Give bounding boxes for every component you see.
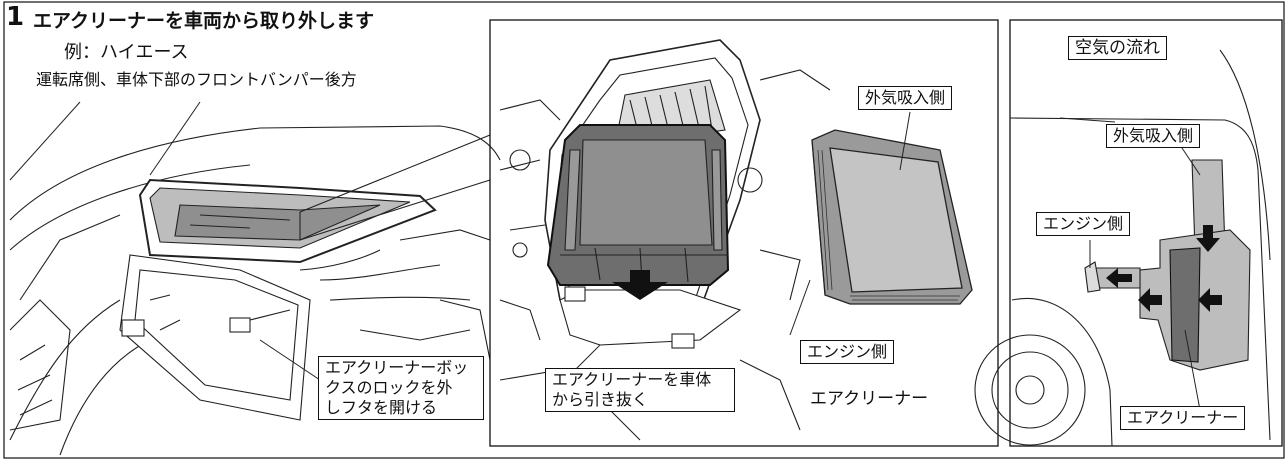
label-line: エアクリーナーを車体 xyxy=(552,370,712,389)
outer-frame xyxy=(3,1,1285,459)
vehicle-example: 例：ハイエース xyxy=(64,42,189,63)
label-air-cleaner: エアクリーナー xyxy=(1120,406,1246,430)
filter-caption: エアクリーナー xyxy=(810,389,929,409)
label-open-box-lock: エアクリーナーボッ クスのロックを外 しフタを開ける xyxy=(318,356,484,420)
step-title: エアクリーナーを車両から取り外します xyxy=(33,10,375,32)
airflow-illustration xyxy=(974,49,1271,447)
label-engine-side-flow: エンジン側 xyxy=(1036,212,1131,236)
airflow-arrows xyxy=(1106,225,1222,312)
label-pull-out: エアクリーナーを車体 から引き抜く xyxy=(545,368,735,412)
label-line: しフタを開ける xyxy=(325,398,438,417)
air-filter-illustration xyxy=(789,111,973,336)
panel-airflow-frame xyxy=(1009,19,1283,447)
panel-remove-frame xyxy=(489,19,999,447)
vehicle-overview-illustration xyxy=(9,101,501,456)
label-line: から引き抜く xyxy=(552,390,649,409)
label-air-flow: 空気の流れ xyxy=(1068,36,1167,60)
location-note: 運転席側、車体下部のフロントバンパー後方 xyxy=(36,70,357,89)
label-engine-side: エンジン側 xyxy=(800,340,895,364)
remove-filter-illustration xyxy=(499,39,831,441)
step-number: 1 xyxy=(6,2,25,32)
label-outside-air-side: 外気吸入側 xyxy=(858,86,953,110)
label-outside-air-side-flow: 外気吸入側 xyxy=(1106,124,1201,148)
pull-out-arrow xyxy=(612,270,668,300)
label-line: クスのロックを外 xyxy=(325,378,453,397)
label-line: エアクリーナーボッ xyxy=(325,358,469,377)
